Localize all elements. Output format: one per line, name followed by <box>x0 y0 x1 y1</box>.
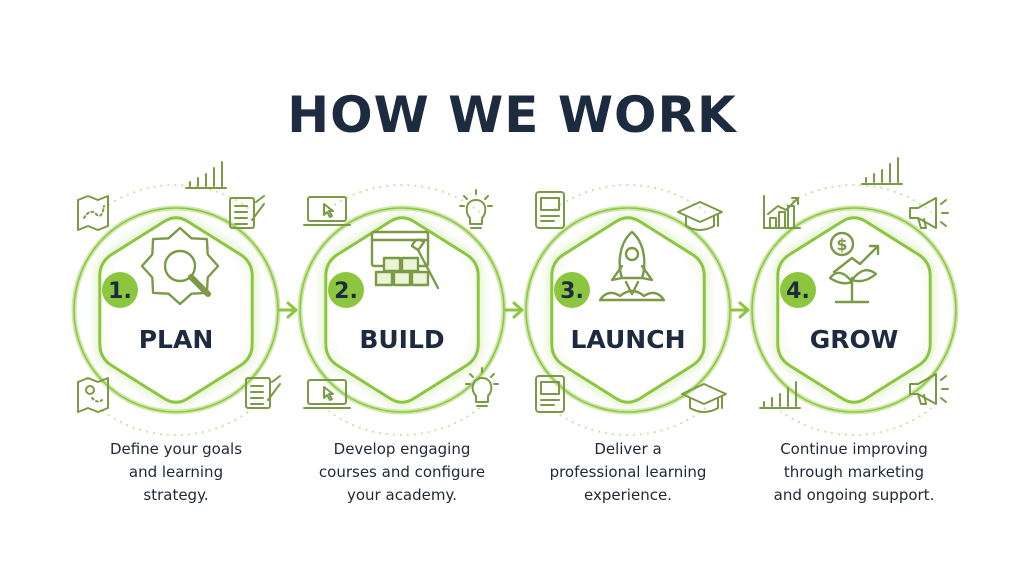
step-2-description: Develop engaging courses and configure y… <box>318 440 486 504</box>
svg-text:$: $ <box>836 235 847 254</box>
dotted-arc-bottom <box>779 407 933 436</box>
notepad-pencil-icon <box>245 375 281 409</box>
step-3-description: Deliver a professional learning experien… <box>549 440 707 504</box>
lightbulb-icon <box>465 367 499 407</box>
hexagon-frame <box>98 216 254 404</box>
outer-ring-line <box>299 207 505 413</box>
step-number-badge <box>780 272 816 308</box>
blocks-wrench-icon <box>370 230 440 290</box>
hexagon-frame <box>550 216 706 404</box>
step-number: 2. <box>334 279 358 304</box>
growth-plant-icon: $ <box>828 231 880 304</box>
step-label: LAUNCH <box>570 325 685 354</box>
outer-ring-line <box>751 207 957 413</box>
page-title: HOW WE WORK <box>287 86 737 144</box>
dotted-arc-bottom <box>327 407 481 436</box>
step-number: 3. <box>560 279 584 304</box>
tablet-icon <box>535 191 565 229</box>
dotted-arc-top <box>553 184 707 213</box>
megaphone-icon <box>909 197 949 229</box>
step-number-badge <box>554 272 590 308</box>
step-number-badge <box>328 272 364 308</box>
map-pin-icon <box>77 377 109 413</box>
lightbulb-icon <box>459 189 493 229</box>
dotted-arc-top <box>101 184 255 213</box>
megaphone-icon <box>909 373 949 405</box>
outer-ring-line <box>525 207 731 413</box>
step-2: 2.BUILD <box>297 205 507 415</box>
outer-ring-line <box>73 207 279 413</box>
step-label: GROW <box>810 325 899 354</box>
step-1: 1. PLAN <box>71 205 281 415</box>
rocket-icon <box>598 230 666 302</box>
bar-chart-icon <box>759 381 801 409</box>
arrow-right-icon <box>278 301 298 319</box>
step-4-description: Continue improving through marketing and… <box>773 440 935 504</box>
step-3: 3. LAUNCH <box>523 205 733 415</box>
hexagon-frame <box>324 216 480 404</box>
dotted-arc-bottom <box>553 407 707 436</box>
step-number: 1. <box>108 279 132 304</box>
graduation-cap-icon <box>681 383 727 413</box>
notepad-pencil-icon <box>229 195 265 229</box>
step-label: PLAN <box>139 325 214 354</box>
tablet-icon <box>535 375 565 413</box>
hexagon-frame <box>776 216 932 404</box>
arrow-right-icon <box>504 301 524 319</box>
step-1-description: Define your goals and learning strategy. <box>109 440 243 504</box>
graduation-cap-icon <box>677 201 723 231</box>
step-4: 4.GROW <box>749 205 959 415</box>
bar-chart-trend-icon <box>763 195 801 229</box>
dotted-arc-bottom <box>101 407 255 436</box>
bar-chart-icon <box>185 161 227 189</box>
step-label: BUILD <box>359 325 444 354</box>
step-number-badge <box>102 272 138 308</box>
laptop-cursor-icon <box>303 379 351 409</box>
gear-magnifier-icon <box>140 226 220 306</box>
map-icon <box>77 195 109 231</box>
arrow-right-icon <box>730 301 750 319</box>
laptop-cursor-icon <box>303 196 351 226</box>
bar-chart-icon <box>861 157 903 185</box>
step-number: 4. <box>786 279 810 304</box>
